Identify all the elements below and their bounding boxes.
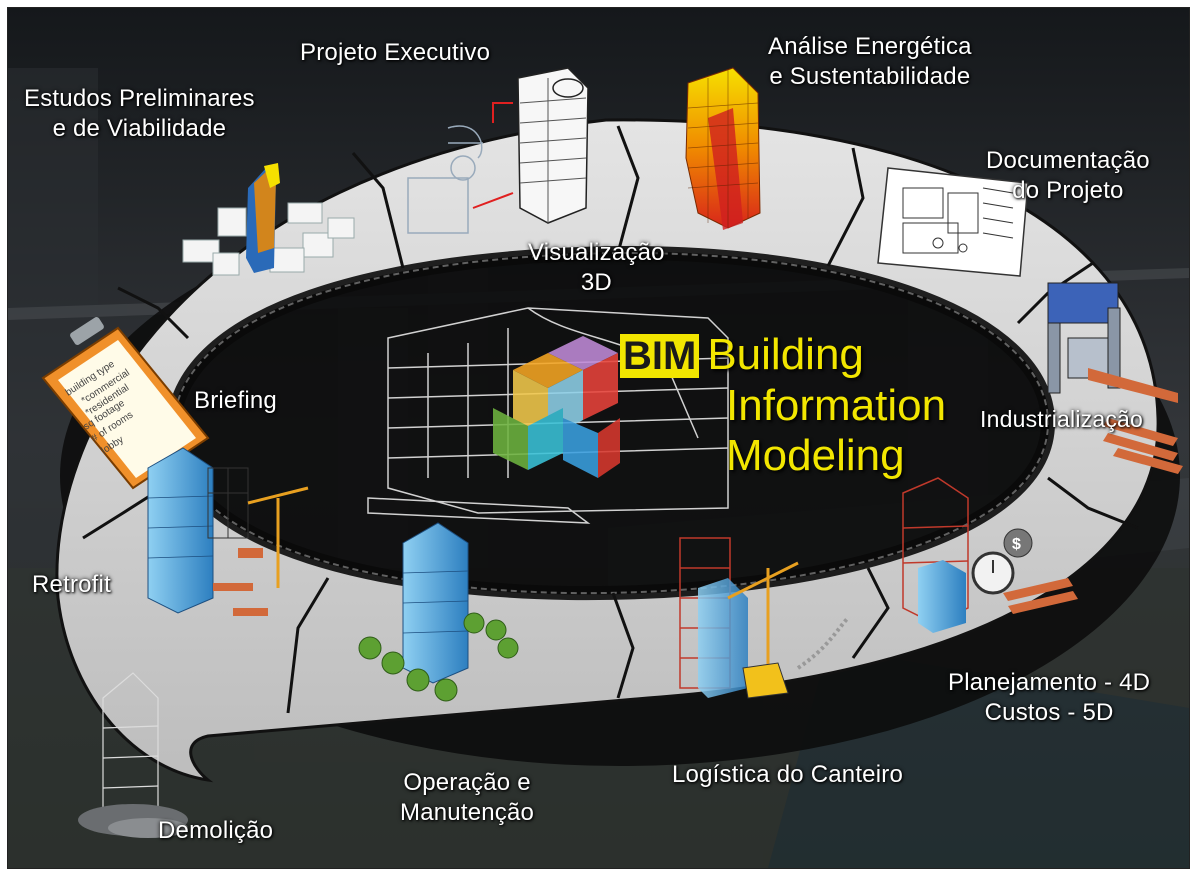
label-line: Documentação: [986, 147, 1150, 174]
bim-abbreviation: BIM: [620, 334, 700, 378]
diagram-frame: building type *commercial *residential s…: [7, 7, 1190, 869]
label-line: Custos - 5D: [984, 699, 1114, 726]
diagram-artwork: building type *commercial *residential s…: [8, 8, 1189, 868]
label-operacao-manutencao: Operação e Manutenção: [400, 768, 534, 828]
label-line: Manutenção: [400, 799, 535, 826]
label-industrializacao: Industrialização: [980, 406, 1144, 432]
retrofit-illustration: [147, 447, 309, 616]
label-line: e de Viabilidade: [52, 115, 227, 142]
bim-cube-logo: [493, 336, 620, 478]
label-visualizacao-3d: Visualização 3D: [528, 238, 665, 298]
label-line: Operação e: [403, 769, 531, 796]
label-line: Estudos Preliminares: [24, 85, 255, 112]
demolition-illustration: [78, 672, 188, 838]
industrial-machine-illustration: [1047, 282, 1183, 474]
segment-dividers: [82, 125, 1139, 714]
label-estudos-preliminares: Estudos Preliminares e de Viabilidade: [24, 84, 255, 144]
label-line: do Projeto: [1012, 177, 1124, 204]
label-projeto-executivo: Projeto Executivo: [300, 39, 491, 66]
label-planejamento-custos: Planejamento - 4D Custos - 5D: [948, 668, 1150, 728]
svg-text:$: $: [1012, 536, 1021, 553]
executive-project-illustration: [407, 67, 589, 234]
label-demolicao: Demolição: [158, 817, 274, 844]
label-line: Visualização: [528, 239, 665, 266]
energy-analysis-illustration: [685, 67, 761, 230]
floor-plan-sheet: [877, 167, 1029, 277]
label-line: Planejamento - 4D: [948, 669, 1151, 696]
label-retrofit: Retrofit: [32, 571, 111, 598]
briefing-clipboard: building type *commercial *residential s…: [41, 317, 210, 490]
operation-maintenance-illustration: [358, 522, 519, 702]
label-line: e Sustentabilidade: [769, 63, 971, 90]
planning-costs-illustration: $: [902, 477, 1078, 633]
site-logistics-illustration: [679, 537, 850, 699]
label-line: Análise Energética: [768, 33, 972, 60]
title-line-modeling: Modeling: [726, 431, 905, 480]
title-line-information: Information: [726, 381, 947, 430]
title-line-building: Building: [707, 330, 864, 379]
label-logistica-canteiro: Logística do Canteiro: [672, 761, 904, 788]
label-documentacao: Documentação do Projeto: [986, 146, 1150, 206]
label-line: 3D: [580, 269, 612, 296]
label-briefing: Briefing: [194, 387, 277, 414]
massing-study-illustration: [182, 163, 355, 276]
label-analise-energetica: Análise Energética e Sustentabilidade: [768, 32, 972, 92]
